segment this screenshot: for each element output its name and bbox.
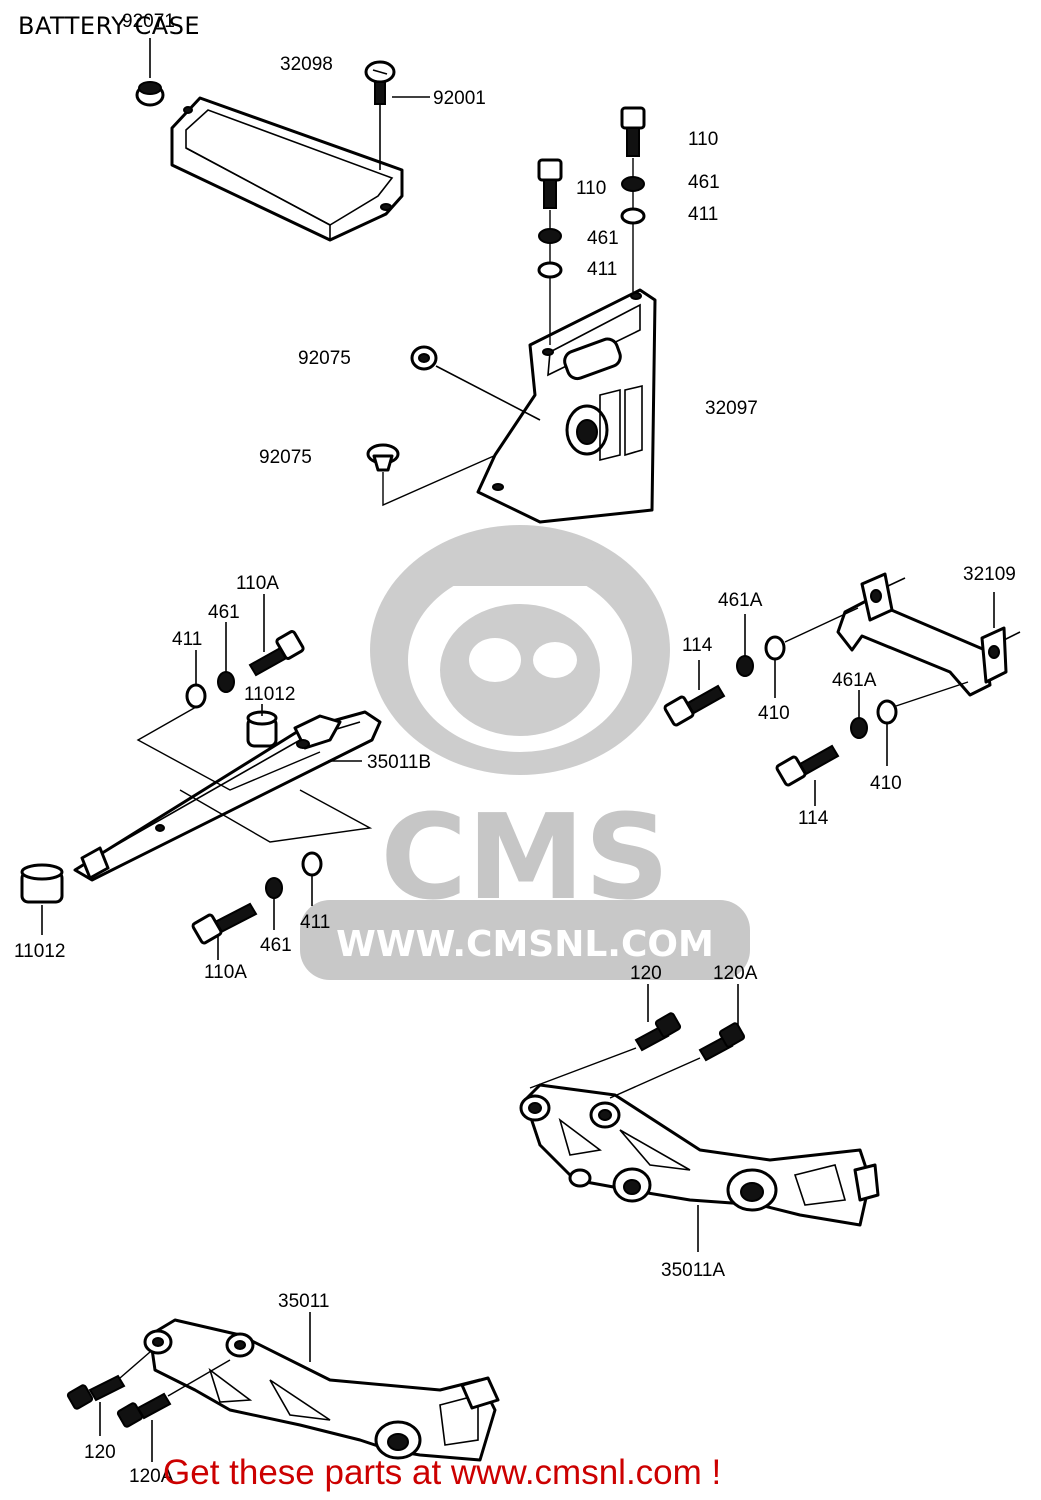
callout-92071: 92071 [122,11,175,32]
callout-461: 461 [587,228,619,249]
part-bracket-35011 [143,1312,500,1462]
callout-32097: 32097 [705,398,758,419]
callout-461: 461 [260,935,292,956]
callout-110A: 110A [204,962,247,983]
cms-watermark: CMS WWW.CMSNL.COM [300,525,750,980]
leader-lines-left [136,706,373,843]
callout-410: 410 [758,703,790,724]
part-washers-461A-410 [736,607,969,766]
callout-411: 411 [300,912,330,933]
part-battery-bracket [476,288,657,524]
part-chain-guard-35011B [73,710,382,882]
part-bracket-35011A [519,1083,880,1252]
watermark-brand: CMS [380,788,669,926]
callout-120A: 120A [713,963,758,984]
part-footrest-stay-32109 [836,572,1021,697]
callout-92075: 92075 [259,447,312,468]
callout-11012: 11012 [244,684,295,705]
part-bolt-110A-upper [248,630,305,677]
callout-35011A: 35011A [661,1260,725,1281]
part-collar-11012-lower [20,863,64,935]
callout-35011: 35011 [278,1291,329,1312]
part-washers-461-411-left [185,594,362,930]
callout-411: 411 [172,629,202,650]
callout-461A: 461A [718,590,763,611]
watermark-url: WWW.CMSNL.COM [336,924,714,965]
callout-120A: 120A [129,1466,174,1487]
part-bolt-110-right [620,106,646,292]
part-nut-92075 [410,345,541,421]
part-bolts-120-120A-lower [66,1351,231,1462]
callout-411: 411 [688,204,718,225]
callout-32109: 32109 [963,564,1016,585]
part-bolts-120-120A-upper [529,984,746,1099]
callout-114: 114 [798,808,829,829]
callout-114: 114 [682,635,713,656]
callout-92001: 92001 [433,88,486,109]
callout-35011B: 35011B [367,752,431,773]
callout-410: 410 [870,773,902,794]
part-bolt-110-left [537,158,563,345]
part-battery-case-tray [170,96,404,242]
callout-461: 461 [688,172,720,193]
callout-110: 110 [576,178,606,199]
footer-shop-link[interactable]: Get these parts at www.cmsnl.com ! [163,1453,722,1492]
part-screw-92001 [364,60,430,170]
callout-11012: 11012 [14,941,65,962]
callout-120: 120 [630,963,662,984]
part-grommet-92071 [135,38,165,107]
part-lock-washers-461 [538,176,645,244]
callout-32098: 32098 [280,54,333,75]
page-title: BATTERY CASE [18,12,201,40]
callout-92075: 92075 [298,348,351,369]
callout-461: 461 [208,602,240,623]
callout-110: 110 [688,129,718,150]
callout-461A: 461A [832,670,877,691]
part-damper-92075 [366,443,497,507]
part-bolts-114 [663,660,840,806]
callout-411: 411 [587,259,617,280]
part-bolt-110A-lower [191,902,258,960]
watermark-url-bar [300,900,750,980]
callout-120: 120 [84,1442,116,1463]
part-collar-11012-upper [246,710,278,748]
callout-110A: 110A [236,573,279,594]
watermark-mascot [370,525,670,775]
part-washers-411 [537,207,646,279]
callout-labels: 92071 32098 92001 110 461 411 110 461 41… [14,11,1016,1487]
